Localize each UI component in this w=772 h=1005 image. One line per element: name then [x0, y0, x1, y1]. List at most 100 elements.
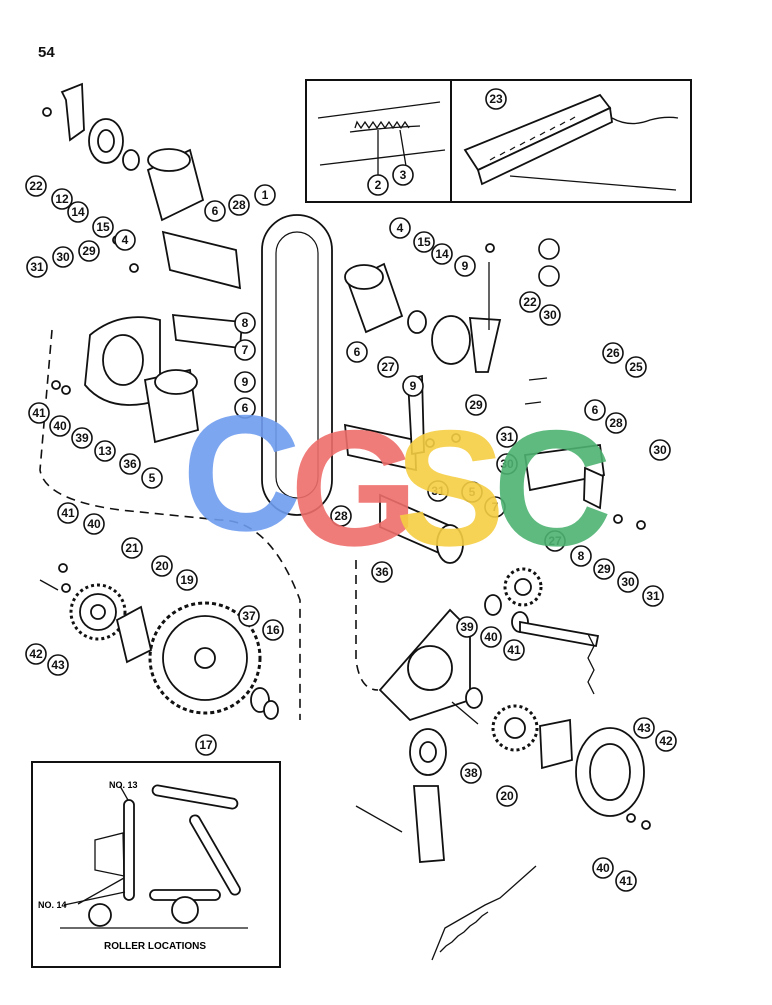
callout-5-right: 5: [461, 481, 483, 503]
svg-text:8: 8: [242, 316, 249, 330]
left-upper-assembly: [42, 82, 243, 444]
svg-text:1: 1: [262, 188, 269, 202]
callout-41: 43: [47, 654, 69, 676]
svg-text:16: 16: [266, 623, 280, 637]
svg-text:2: 2: [375, 178, 382, 192]
watermark-letter-c1: C: [182, 381, 301, 565]
svg-text:21: 21: [125, 541, 139, 555]
callout-31-right: 31: [496, 426, 518, 448]
svg-text:29: 29: [597, 562, 611, 576]
callout-6b: 6: [234, 397, 256, 419]
callout-38-bottom: 40: [592, 857, 614, 879]
callout-39-bottom: 41: [615, 870, 637, 892]
svg-text:37: 37: [242, 609, 256, 623]
page-number: 54: [38, 44, 55, 61]
svg-text:9: 9: [242, 375, 249, 389]
callout-41-right: 43: [633, 717, 655, 739]
svg-text:28: 28: [334, 509, 348, 523]
callout-5: 5: [141, 467, 163, 489]
svg-text:5: 5: [469, 485, 476, 499]
svg-text:38: 38: [464, 766, 478, 780]
callout-31-mid: 31: [427, 480, 449, 502]
watermark-letter-s: S: [395, 396, 505, 580]
callout-38-right: 40: [480, 626, 502, 648]
callout-16: 13: [94, 440, 116, 462]
callout-42: [538, 238, 560, 260]
callout-23: 23: [485, 88, 507, 110]
callout-40-right: 42: [655, 730, 677, 752]
svg-text:8: 8: [578, 549, 585, 563]
svg-text:29: 29: [82, 244, 96, 258]
callout-20: 20: [151, 555, 173, 577]
callout-25: 25: [625, 356, 647, 378]
svg-text:9: 9: [410, 379, 417, 393]
svg-text:6: 6: [212, 204, 219, 218]
callout-9: 9: [234, 371, 256, 393]
svg-text:36: 36: [375, 565, 389, 579]
svg-text:25: 25: [629, 360, 643, 374]
callout-22: 22: [25, 175, 47, 197]
svg-text:28: 28: [232, 198, 246, 212]
callout-39-right: 41: [503, 639, 525, 661]
callout-39-lower: 41: [57, 502, 79, 524]
watermark-letter-g: G: [290, 396, 418, 580]
svg-text:14: 14: [71, 205, 85, 219]
svg-text:20: 20: [500, 789, 514, 803]
svg-text:15: 15: [96, 220, 110, 234]
svg-text:29: 29: [469, 398, 483, 412]
svg-text:7: 7: [492, 500, 499, 514]
svg-text:39: 39: [460, 620, 474, 634]
callout-31: 31: [26, 256, 48, 278]
svg-text:41: 41: [32, 406, 46, 420]
svg-text:30: 30: [653, 443, 667, 457]
callout-15: 15: [92, 216, 114, 238]
svg-text:40: 40: [596, 861, 610, 875]
belt-part-1: [261, 214, 333, 516]
svg-text:41: 41: [507, 643, 521, 657]
callout-7: 7: [234, 339, 256, 361]
callout-30-right: 30: [539, 304, 561, 326]
callout-34-right: 36: [371, 561, 393, 583]
callout-14: 14: [67, 201, 89, 223]
callout-8-right: 8: [570, 545, 592, 567]
callout-6-right: 6: [346, 341, 368, 363]
callout-37: 39: [71, 427, 93, 449]
callout-31-lower: 31: [642, 585, 664, 607]
svg-text:26: 26: [606, 346, 620, 360]
cgsc-watermark: C G S C: [182, 381, 612, 580]
svg-text:41: 41: [61, 506, 75, 520]
callout-40: 42: [25, 643, 47, 665]
svg-text:6: 6: [592, 403, 599, 417]
svg-text:6: 6: [354, 345, 361, 359]
svg-text:23: 23: [489, 92, 503, 106]
callout-38: 40: [49, 415, 71, 437]
callout-2: 2: [367, 174, 389, 196]
callout-27: 27: [377, 356, 399, 378]
svg-text:3: 3: [400, 168, 407, 182]
callout-21: 21: [121, 537, 143, 559]
svg-text:40: 40: [87, 517, 101, 531]
callout-30-lower: 30: [617, 571, 639, 593]
svg-text:22: 22: [523, 295, 537, 309]
inset-roller-locations: NO. 13 NO. 14 ROLLER LOCATIONS: [31, 761, 281, 968]
svg-text:15: 15: [417, 235, 431, 249]
svg-text:30: 30: [56, 250, 70, 264]
svg-text:17: 17: [199, 738, 213, 752]
callout-6: 6: [204, 200, 226, 222]
svg-text:40: 40: [484, 630, 498, 644]
svg-text:36: 36: [123, 457, 137, 471]
callout-22-right: 22: [519, 291, 541, 313]
svg-text:14: 14: [435, 247, 449, 261]
svg-text:41: 41: [619, 874, 633, 888]
svg-text:28: 28: [609, 416, 623, 430]
callout-36: 38: [460, 762, 482, 784]
svg-text:42: 42: [659, 734, 673, 748]
svg-text:43: 43: [637, 721, 651, 735]
callout-6-right2: 6: [584, 399, 606, 421]
callout-30: 30: [52, 246, 74, 268]
svg-text:20: 20: [155, 559, 169, 573]
callout-4-right: 4: [389, 217, 411, 239]
callout-4: 4: [114, 229, 136, 251]
callout-18: 17: [195, 734, 217, 756]
